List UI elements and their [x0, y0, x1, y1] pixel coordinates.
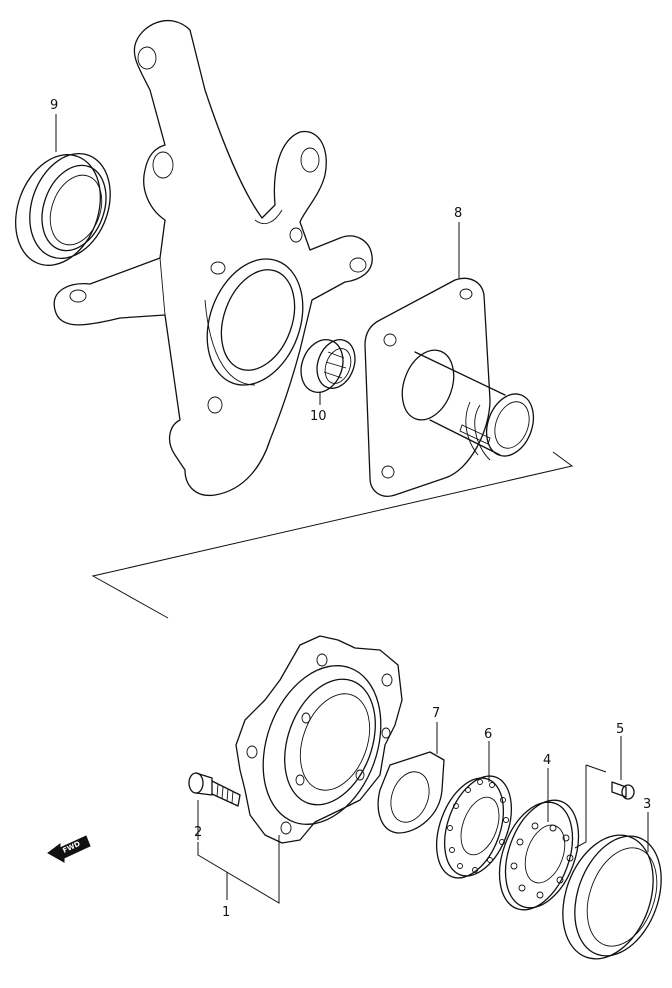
- part-5-screw: [611, 781, 635, 800]
- part-1-hub: [235, 635, 403, 844]
- leader-lines: [55, 114, 649, 904]
- callout-8: 8: [454, 206, 462, 221]
- part-7-washer: [377, 751, 445, 834]
- part-9-oil-seal: [15, 152, 111, 266]
- callout-4: 4: [543, 753, 551, 768]
- callout-10: 10: [310, 409, 327, 424]
- part-2-hub-bolt: [188, 772, 241, 807]
- callout-6: 6: [484, 727, 492, 742]
- callout-2: 2: [194, 825, 202, 840]
- part-10-bearing: [300, 339, 356, 393]
- callout-3: 3: [643, 797, 651, 812]
- callout-5: 5: [616, 722, 624, 737]
- callout-1: 1: [222, 905, 230, 920]
- fwd-arrow-icon: FWD: [47, 835, 91, 863]
- part-3-cap: [562, 834, 662, 960]
- part-6-bearing-plate: [436, 775, 512, 879]
- callout-7: 7: [432, 706, 440, 721]
- guide-line: [91, 451, 574, 619]
- part-8-spindle: [364, 277, 535, 497]
- steering-knuckle: [53, 19, 373, 497]
- part-4-retainer: [498, 799, 580, 911]
- callout-9: 9: [50, 98, 58, 113]
